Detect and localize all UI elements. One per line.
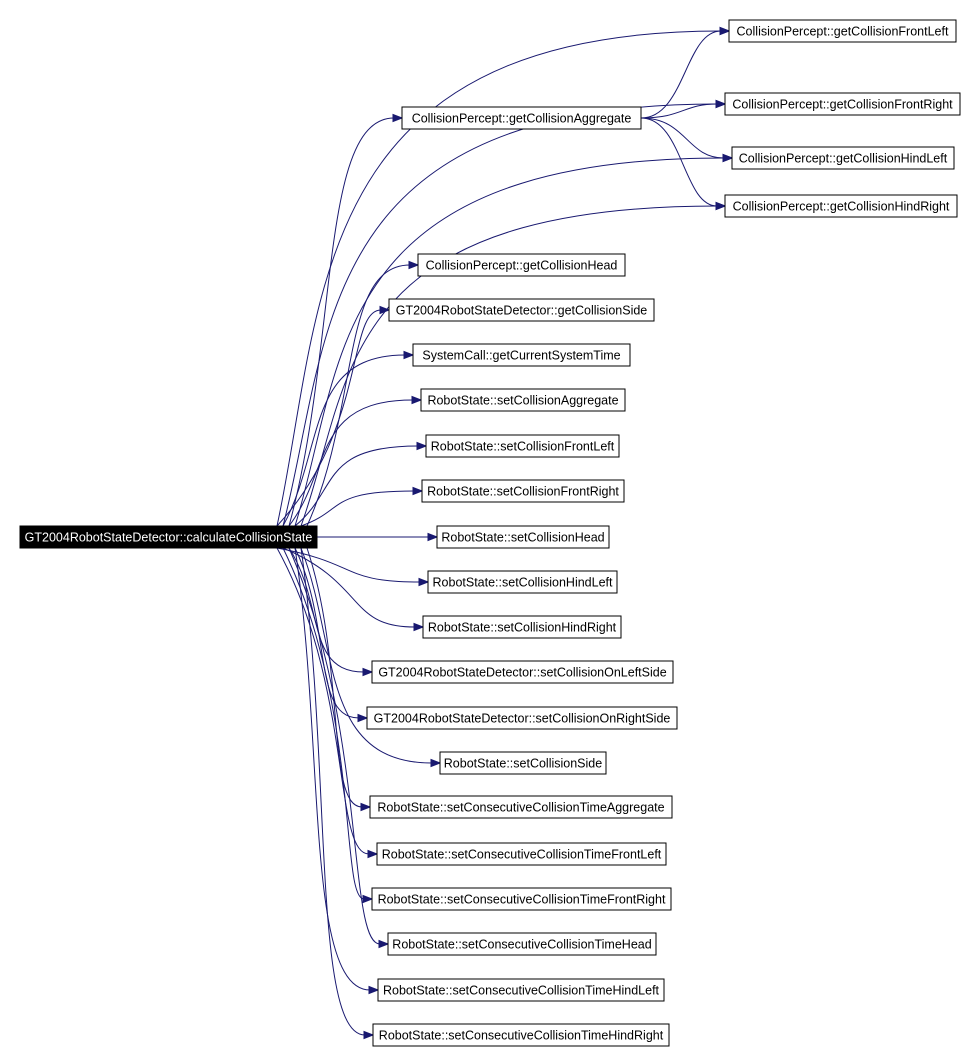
arrowhead bbox=[363, 1030, 375, 1040]
arrowhead bbox=[357, 713, 369, 723]
edge-root-to-cHR bbox=[300, 547, 366, 1036]
arrowhead bbox=[418, 577, 430, 587]
node-get-collision-head[interactable]: CollisionPercept::getCollisionHead bbox=[417, 253, 626, 277]
node-get-current-system-time[interactable]: SystemCall::getCurrentSystemTime bbox=[412, 343, 631, 367]
arrowhead bbox=[362, 667, 374, 677]
arrowhead bbox=[416, 441, 428, 451]
edge-root-to-time bbox=[282, 354, 406, 527]
node-set-consecutive-time-head[interactable]: RobotState::setConsecutiveCollisionTimeH… bbox=[387, 932, 657, 956]
edge-agg-to-fr bbox=[640, 103, 718, 119]
arrowhead bbox=[430, 758, 442, 768]
edge-root-to-cHL bbox=[294, 547, 371, 991]
node-set-collision-hind-left[interactable]: RobotState::setCollisionHindLeft bbox=[427, 570, 618, 594]
node-set-collision-hind-right[interactable]: RobotState::setCollisionHindRight bbox=[422, 615, 622, 639]
edge-root-to-sOLS bbox=[288, 547, 365, 673]
node-label: CollisionPercept::getCollisionHindRight bbox=[733, 200, 950, 214]
edge-root-to-sFR bbox=[300, 490, 415, 527]
edge-root-to-sHR bbox=[282, 547, 416, 628]
edge-root-to-side bbox=[276, 309, 382, 527]
node-label: GT2004RobotStateDetector::setCollisionOn… bbox=[374, 712, 671, 726]
node-label: SystemCall::getCurrentSystemTime bbox=[422, 349, 620, 363]
node-get-collision-side[interactable]: GT2004RobotStateDetector::getCollisionSi… bbox=[388, 298, 655, 322]
arrowhead bbox=[362, 894, 374, 904]
node-label: RobotState::setCollisionFrontLeft bbox=[431, 440, 615, 454]
node-label: RobotState::setConsecutiveCollisionTimeF… bbox=[382, 848, 662, 862]
edge-root-to-sHL bbox=[276, 547, 421, 583]
arrowhead bbox=[411, 395, 423, 405]
edge-root-to-cHead bbox=[288, 547, 381, 945]
node-label: RobotState::setCollisionSide bbox=[444, 757, 602, 771]
arrowhead bbox=[427, 532, 439, 542]
arrowhead bbox=[722, 153, 734, 163]
node-label: RobotState::setConsecutiveCollisionTimeH… bbox=[379, 1029, 664, 1043]
node-label: RobotState::setCollisionFrontRight bbox=[427, 485, 619, 499]
arrowhead bbox=[403, 350, 415, 360]
node-label: CollisionPercept::getCollisionAggregate bbox=[412, 112, 632, 126]
node-label: RobotState::setConsecutiveCollisionTimeH… bbox=[383, 984, 660, 998]
node-set-collision-front-left[interactable]: RobotState::setCollisionFrontLeft bbox=[425, 434, 620, 458]
node-set-collision-on-right-side[interactable]: GT2004RobotStateDetector::setCollisionOn… bbox=[366, 706, 678, 730]
edge-root-to-sAgg bbox=[288, 399, 414, 527]
edge-root-to-cAgg bbox=[306, 547, 363, 808]
node-set-collision-aggregate[interactable]: RobotState::setCollisionAggregate bbox=[420, 388, 626, 412]
arrowhead bbox=[392, 113, 404, 123]
node-get-collision-front-left[interactable]: CollisionPercept::getCollisionFrontLeft bbox=[728, 19, 957, 43]
node-label: CollisionPercept::getCollisionHead bbox=[426, 259, 618, 273]
node-label: CollisionPercept::getCollisionHindLeft bbox=[739, 152, 948, 166]
node-label: RobotState::setCollisionHindRight bbox=[428, 621, 617, 635]
arrowhead bbox=[368, 985, 380, 995]
edge-agg-to-fl bbox=[640, 30, 722, 119]
node-get-collision-hind-right[interactable]: CollisionPercept::getCollisionHindRight bbox=[724, 194, 958, 218]
edge-root-to-head bbox=[306, 264, 411, 527]
node-set-collision-head[interactable]: RobotState::setCollisionHead bbox=[436, 525, 610, 549]
node-set-collision-front-right[interactable]: RobotState::setCollisionFrontRight bbox=[421, 479, 625, 503]
node-label: RobotState::setCollisionAggregate bbox=[427, 394, 618, 408]
edge-root-to-sSide bbox=[300, 547, 433, 764]
node-get-collision-front-right[interactable]: CollisionPercept::getCollisionFrontRight bbox=[724, 92, 961, 116]
node-label: CollisionPercept::getCollisionFrontRight bbox=[732, 98, 953, 112]
arrowhead bbox=[408, 260, 420, 270]
node-set-consecutive-time-aggregate[interactable]: RobotState::setConsecutiveCollisionTimeA… bbox=[369, 795, 673, 819]
arrowhead bbox=[413, 622, 425, 632]
arrowhead bbox=[360, 802, 372, 812]
edge-agg-to-hr bbox=[640, 117, 718, 207]
edge-root-to-cFL bbox=[276, 547, 370, 855]
edge-root-to-agg bbox=[288, 117, 395, 527]
edge-root-to-hl bbox=[294, 157, 725, 527]
arrowhead bbox=[412, 486, 424, 496]
node-root[interactable]: GT2004RobotStateDetector::calculateColli… bbox=[19, 525, 318, 549]
arrowhead bbox=[715, 99, 727, 109]
node-label: CollisionPercept::getCollisionFrontLeft bbox=[737, 25, 949, 39]
node-label: RobotState::setConsecutiveCollisionTimeF… bbox=[378, 893, 666, 907]
node-get-collision-hind-left[interactable]: CollisionPercept::getCollisionHindLeft bbox=[731, 146, 955, 170]
edge-root-to-fl bbox=[276, 30, 722, 527]
node-label: RobotState::setCollisionHead bbox=[441, 531, 604, 545]
node-set-consecutive-time-hind-left[interactable]: RobotState::setConsecutiveCollisionTimeH… bbox=[377, 978, 665, 1002]
arrowhead bbox=[715, 201, 727, 211]
node-set-consecutive-time-front-left[interactable]: RobotState::setConsecutiveCollisionTimeF… bbox=[376, 842, 667, 866]
node-label: RobotState::setCollisionHindLeft bbox=[433, 576, 613, 590]
edge-root-to-sFL bbox=[294, 445, 419, 527]
arrowhead bbox=[379, 305, 391, 315]
edge-agg-to-hl bbox=[640, 117, 725, 159]
node-label: RobotState::setConsecutiveCollisionTimeA… bbox=[377, 801, 664, 815]
node-get-collision-aggregate[interactable]: CollisionPercept::getCollisionAggregate bbox=[401, 106, 642, 130]
node-set-collision-on-left-side[interactable]: GT2004RobotStateDetector::setCollisionOn… bbox=[371, 660, 674, 684]
arrowhead bbox=[378, 939, 390, 949]
node-label: GT2004RobotStateDetector::setCollisionOn… bbox=[378, 666, 666, 680]
node-set-consecutive-time-front-right[interactable]: RobotState::setConsecutiveCollisionTimeF… bbox=[371, 887, 672, 911]
node-label: RobotState::setConsecutiveCollisionTimeH… bbox=[392, 938, 651, 952]
graph-edges bbox=[276, 26, 734, 1040]
arrowhead bbox=[367, 849, 379, 859]
node-set-consecutive-time-hind-right[interactable]: RobotState::setConsecutiveCollisionTimeH… bbox=[372, 1023, 670, 1047]
node-root-label: GT2004RobotStateDetector::calculateColli… bbox=[25, 531, 313, 545]
node-label: GT2004RobotStateDetector::getCollisionSi… bbox=[396, 304, 648, 318]
arrowhead bbox=[719, 26, 731, 36]
node-set-collision-side[interactable]: RobotState::setCollisionSide bbox=[439, 751, 607, 775]
